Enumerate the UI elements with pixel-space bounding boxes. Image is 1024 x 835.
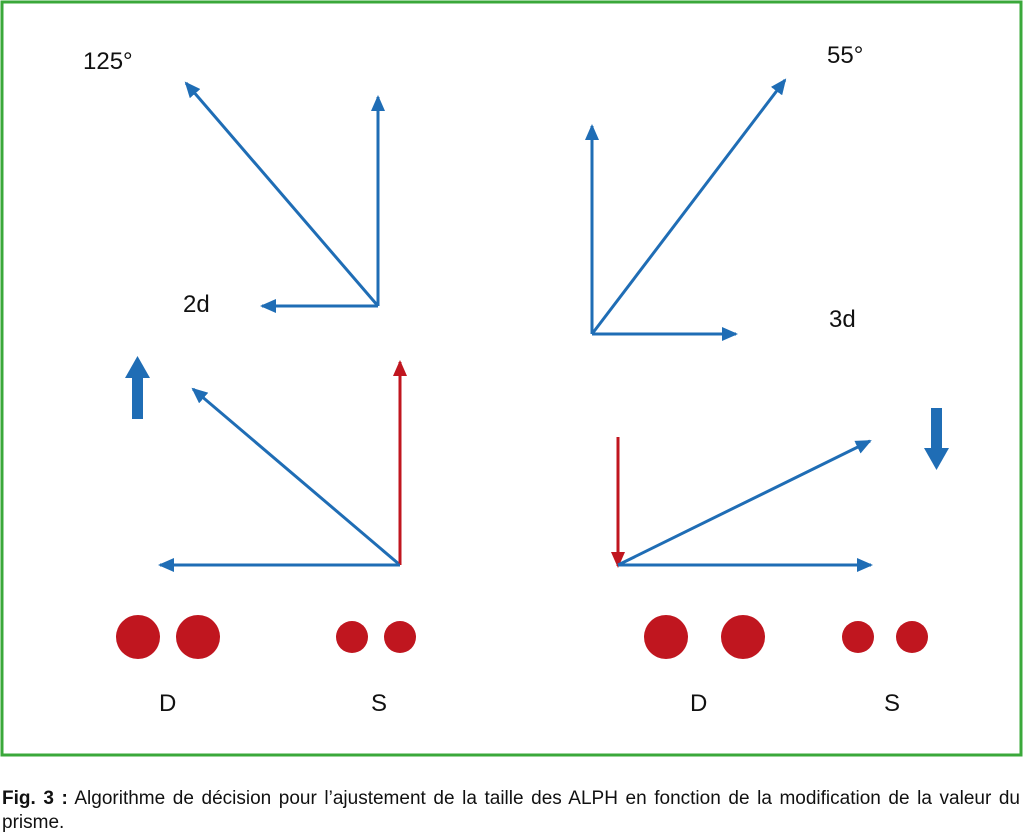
diagonal-arrow-125	[184, 81, 380, 307]
caption-prefix: Fig. 3 :	[2, 788, 68, 809]
top-right-vector-group	[585, 78, 787, 341]
right-eye-dots	[644, 615, 928, 659]
top-left-vector-group	[184, 81, 385, 313]
pupil-large	[721, 615, 765, 659]
prism-label-2d: 2d	[183, 291, 210, 318]
bottom-right-vector-group	[611, 437, 873, 572]
eye-label-S-left: S	[371, 690, 388, 717]
pupil-small	[336, 621, 368, 653]
figure-diagram	[0, 0, 1023, 757]
pupil-small	[842, 621, 874, 653]
bottom-left-vector-group	[158, 360, 407, 572]
pupil-large	[116, 615, 160, 659]
diagonal-arrow-bottom-right	[617, 439, 872, 567]
eye-label-S-right: S	[884, 690, 901, 717]
pupil-large	[644, 615, 688, 659]
figure-caption: Fig. 3 : Algorithme de décision pour l’a…	[2, 787, 1020, 835]
pupil-large	[176, 615, 220, 659]
eye-label-D-left: D	[159, 690, 177, 717]
caption-text: Algorithme de décision pour l’ajustement…	[2, 788, 1020, 833]
diagonal-arrow-bottom-left	[191, 387, 401, 567]
figure-frame	[0, 0, 1023, 757]
bold-down-arrow-icon	[924, 408, 949, 470]
diagonal-arrow-55	[590, 78, 787, 335]
angle-label-55: 55°	[827, 42, 864, 69]
bold-up-arrow-icon	[125, 356, 150, 419]
prism-label-3d: 3d	[829, 306, 856, 333]
angle-label-125: 125°	[83, 48, 133, 75]
eye-label-D-right: D	[690, 690, 708, 717]
pupil-small	[896, 621, 928, 653]
pupil-small	[384, 621, 416, 653]
left-eye-dots	[116, 615, 416, 659]
